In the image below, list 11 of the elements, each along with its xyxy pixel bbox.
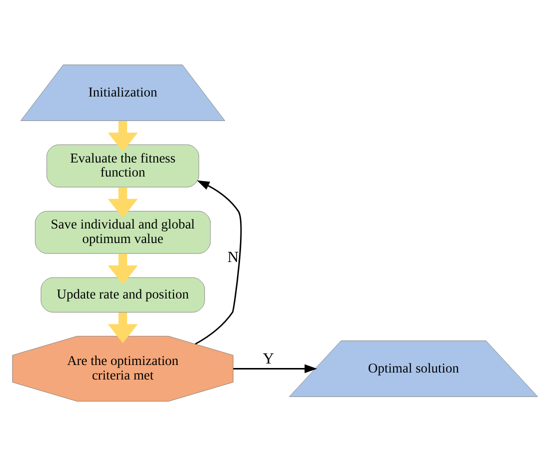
arrow — [233, 364, 318, 374]
node-box: Update rate and position — [40, 277, 205, 312]
node-box: Evaluate the fitness function — [46, 144, 200, 188]
node-box: Save individual and global optimum value — [34, 210, 211, 254]
arrow — [108, 254, 138, 284]
arrow — [108, 121, 138, 152]
edge-label: Y — [262, 350, 274, 368]
edge-label: N — [227, 248, 239, 266]
arrow — [108, 312, 138, 344]
arrow — [108, 187, 138, 218]
arrow — [195, 180, 242, 345]
